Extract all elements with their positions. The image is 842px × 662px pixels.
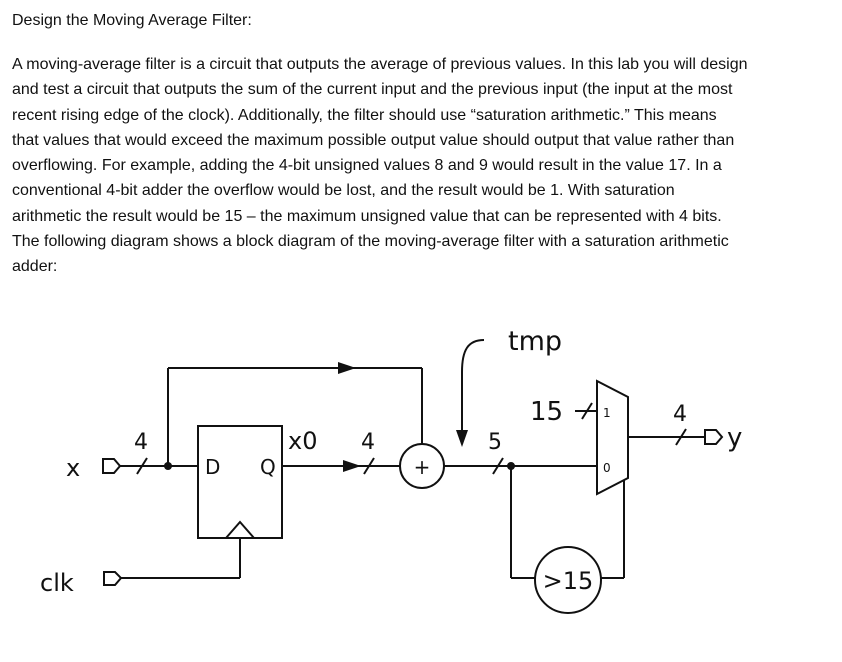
bus-slash-reg xyxy=(363,457,375,475)
tmp-arrowhead xyxy=(456,430,468,447)
mux xyxy=(596,379,629,496)
bus-slash-out xyxy=(675,428,687,446)
width-label-sum: 5 xyxy=(488,430,502,455)
comparator xyxy=(534,546,602,614)
x-label: x xyxy=(66,454,80,482)
adder-symbol: + xyxy=(414,455,431,479)
ff-d-label: D xyxy=(205,455,220,479)
document-heading: Design the Moving Average Filter: xyxy=(12,12,252,29)
width-label-in: 4 xyxy=(134,430,148,455)
paragraph-line: The following diagram shows a block diag… xyxy=(12,233,729,251)
width-label-reg: 4 xyxy=(361,430,375,455)
clk-input-port xyxy=(103,571,123,586)
mux-input-1-label: 1 xyxy=(603,406,611,420)
junction-dot xyxy=(164,462,172,470)
clk-label: clk xyxy=(40,569,74,597)
y-output-port xyxy=(704,429,724,445)
compare-label: >15 xyxy=(543,567,594,595)
feedback-arrow xyxy=(338,362,356,374)
const-15-label: 15 xyxy=(530,397,563,427)
ff-q-label: Q xyxy=(260,455,276,479)
bus-slash-sum xyxy=(492,457,504,475)
paragraph-line: arithmetic the result would be 15 – the … xyxy=(12,207,722,225)
paragraph-line: recent rising edge of the clock). Additi… xyxy=(12,106,717,124)
bus-slash-15 xyxy=(581,402,593,420)
document-paragraph: A moving-average filter is a circuit tha… xyxy=(12,52,834,280)
mux-input-0-label: 0 xyxy=(603,461,611,475)
x-input-port xyxy=(102,458,122,474)
y-label: y xyxy=(727,423,742,453)
paragraph-line: adder: xyxy=(12,258,58,276)
reg-signal-label: x0 xyxy=(288,427,317,455)
clock-triangle xyxy=(225,520,255,539)
paragraph-line: A moving-average filter is a circuit tha… xyxy=(12,56,748,73)
paragraph-line: conventional 4-bit adder the overflow wo… xyxy=(12,182,675,200)
junction-dot xyxy=(507,462,515,470)
paragraph-line: overflowing. For example, adding the 4-b… xyxy=(12,157,722,175)
width-label-out: 4 xyxy=(673,402,687,427)
q-arrow xyxy=(343,460,361,472)
bus-slash-in xyxy=(136,457,148,475)
tmp-pointer xyxy=(461,339,485,432)
tmp-label: tmp xyxy=(508,326,562,357)
paragraph-line: and test a circuit that outputs the sum … xyxy=(12,81,733,99)
paragraph-line: that values that would exceed the maximu… xyxy=(12,131,735,149)
